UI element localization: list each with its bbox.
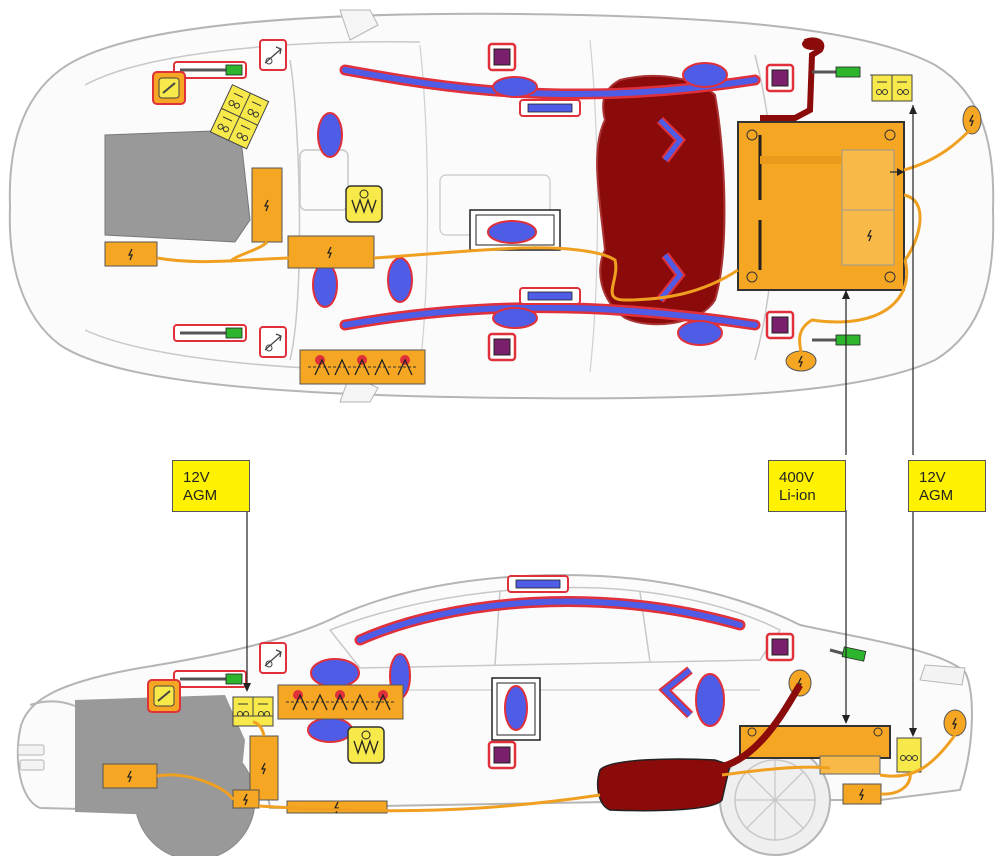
side-hv-box-front [102, 763, 158, 789]
label-12v-agm-front: 12V AGM [172, 460, 250, 512]
side-seatbelt-rear [829, 646, 867, 662]
side-sensor-2 [487, 740, 517, 770]
top-hv-box-2 [251, 167, 283, 243]
top-airbag-rear-l [682, 62, 728, 88]
side-cables [156, 720, 957, 813]
top-airbag-seat-fr [492, 307, 538, 329]
side-hv-box-vertical [249, 735, 279, 801]
top-seatbelt-rear-r [812, 334, 861, 346]
top-hv-box-1 [104, 241, 158, 267]
top-fuse-icon [152, 71, 186, 105]
top-hood-lifter-r [259, 326, 287, 358]
top-fuel-tank [596, 74, 726, 326]
side-fuse-icon [147, 679, 181, 713]
top-airbag-seat-fl [492, 76, 538, 98]
top-center-airbag [469, 209, 561, 251]
side-pretensioner-strip [277, 684, 404, 720]
side-spring-actuator-icon [347, 726, 385, 764]
label-400v-li-ion: 400V Li-ion [768, 460, 846, 512]
side-airbag-1 [310, 658, 360, 688]
top-seatbelt-tensioner-fr [172, 323, 248, 343]
top-pretensioner-strip [299, 349, 426, 385]
side-view [16, 510, 973, 856]
top-hv-ellipse-rear [785, 350, 817, 372]
top-sensor-2 [487, 332, 517, 362]
side-inflator [507, 575, 569, 593]
label-12v-front-line2: AGM [183, 487, 218, 504]
top-inflator-left [519, 99, 581, 117]
top-sensor-4 [765, 310, 795, 340]
top-cables [156, 128, 972, 353]
top-spring-actuator-icon [345, 185, 383, 223]
label-12v-rear-line2: AGM [919, 487, 954, 504]
top-battery-12v-rear [870, 74, 913, 102]
side-airbag-3 [307, 717, 353, 743]
top-hood-lifter-l [259, 39, 287, 71]
side-center-airbag [491, 677, 541, 741]
top-airbag-steering [317, 112, 343, 158]
top-airbag-knee-2 [387, 257, 413, 303]
side-hood-lifter [259, 642, 287, 674]
side-hv-ellipse-2 [943, 709, 967, 737]
top-inflator-right [519, 287, 581, 305]
side-battery-12v-rear [896, 737, 922, 773]
top-seatbelt-rear-l [812, 66, 861, 78]
side-hv-box-small [232, 789, 260, 809]
top-hv-box-3 [287, 235, 375, 269]
side-airbag-rear [695, 673, 725, 727]
label-12v-front-line1: 12V [183, 469, 210, 486]
top-hv-ellipse-tail [962, 105, 982, 135]
label-12v-rear-line1: 12V [919, 469, 946, 486]
label-400v-line1: 400V [779, 469, 815, 486]
side-seatbelt-tensioner-front [172, 669, 248, 689]
top-hv-battery-400v [737, 121, 905, 291]
top-sensor-1 [487, 42, 517, 72]
label-12v-agm-rear: 12V AGM [908, 460, 986, 512]
top-airbag-knee-1 [312, 262, 338, 308]
label-400v-line2: Li-ion [779, 487, 816, 504]
top-engine-bay [104, 129, 251, 243]
side-fuel-tank [597, 758, 731, 812]
top-sensor-3 [765, 63, 795, 93]
top-airbag-rear-r [677, 320, 723, 346]
side-sensor-1 [765, 632, 795, 662]
top-view [8, 9, 995, 455]
side-hv-box-rear [842, 783, 882, 805]
